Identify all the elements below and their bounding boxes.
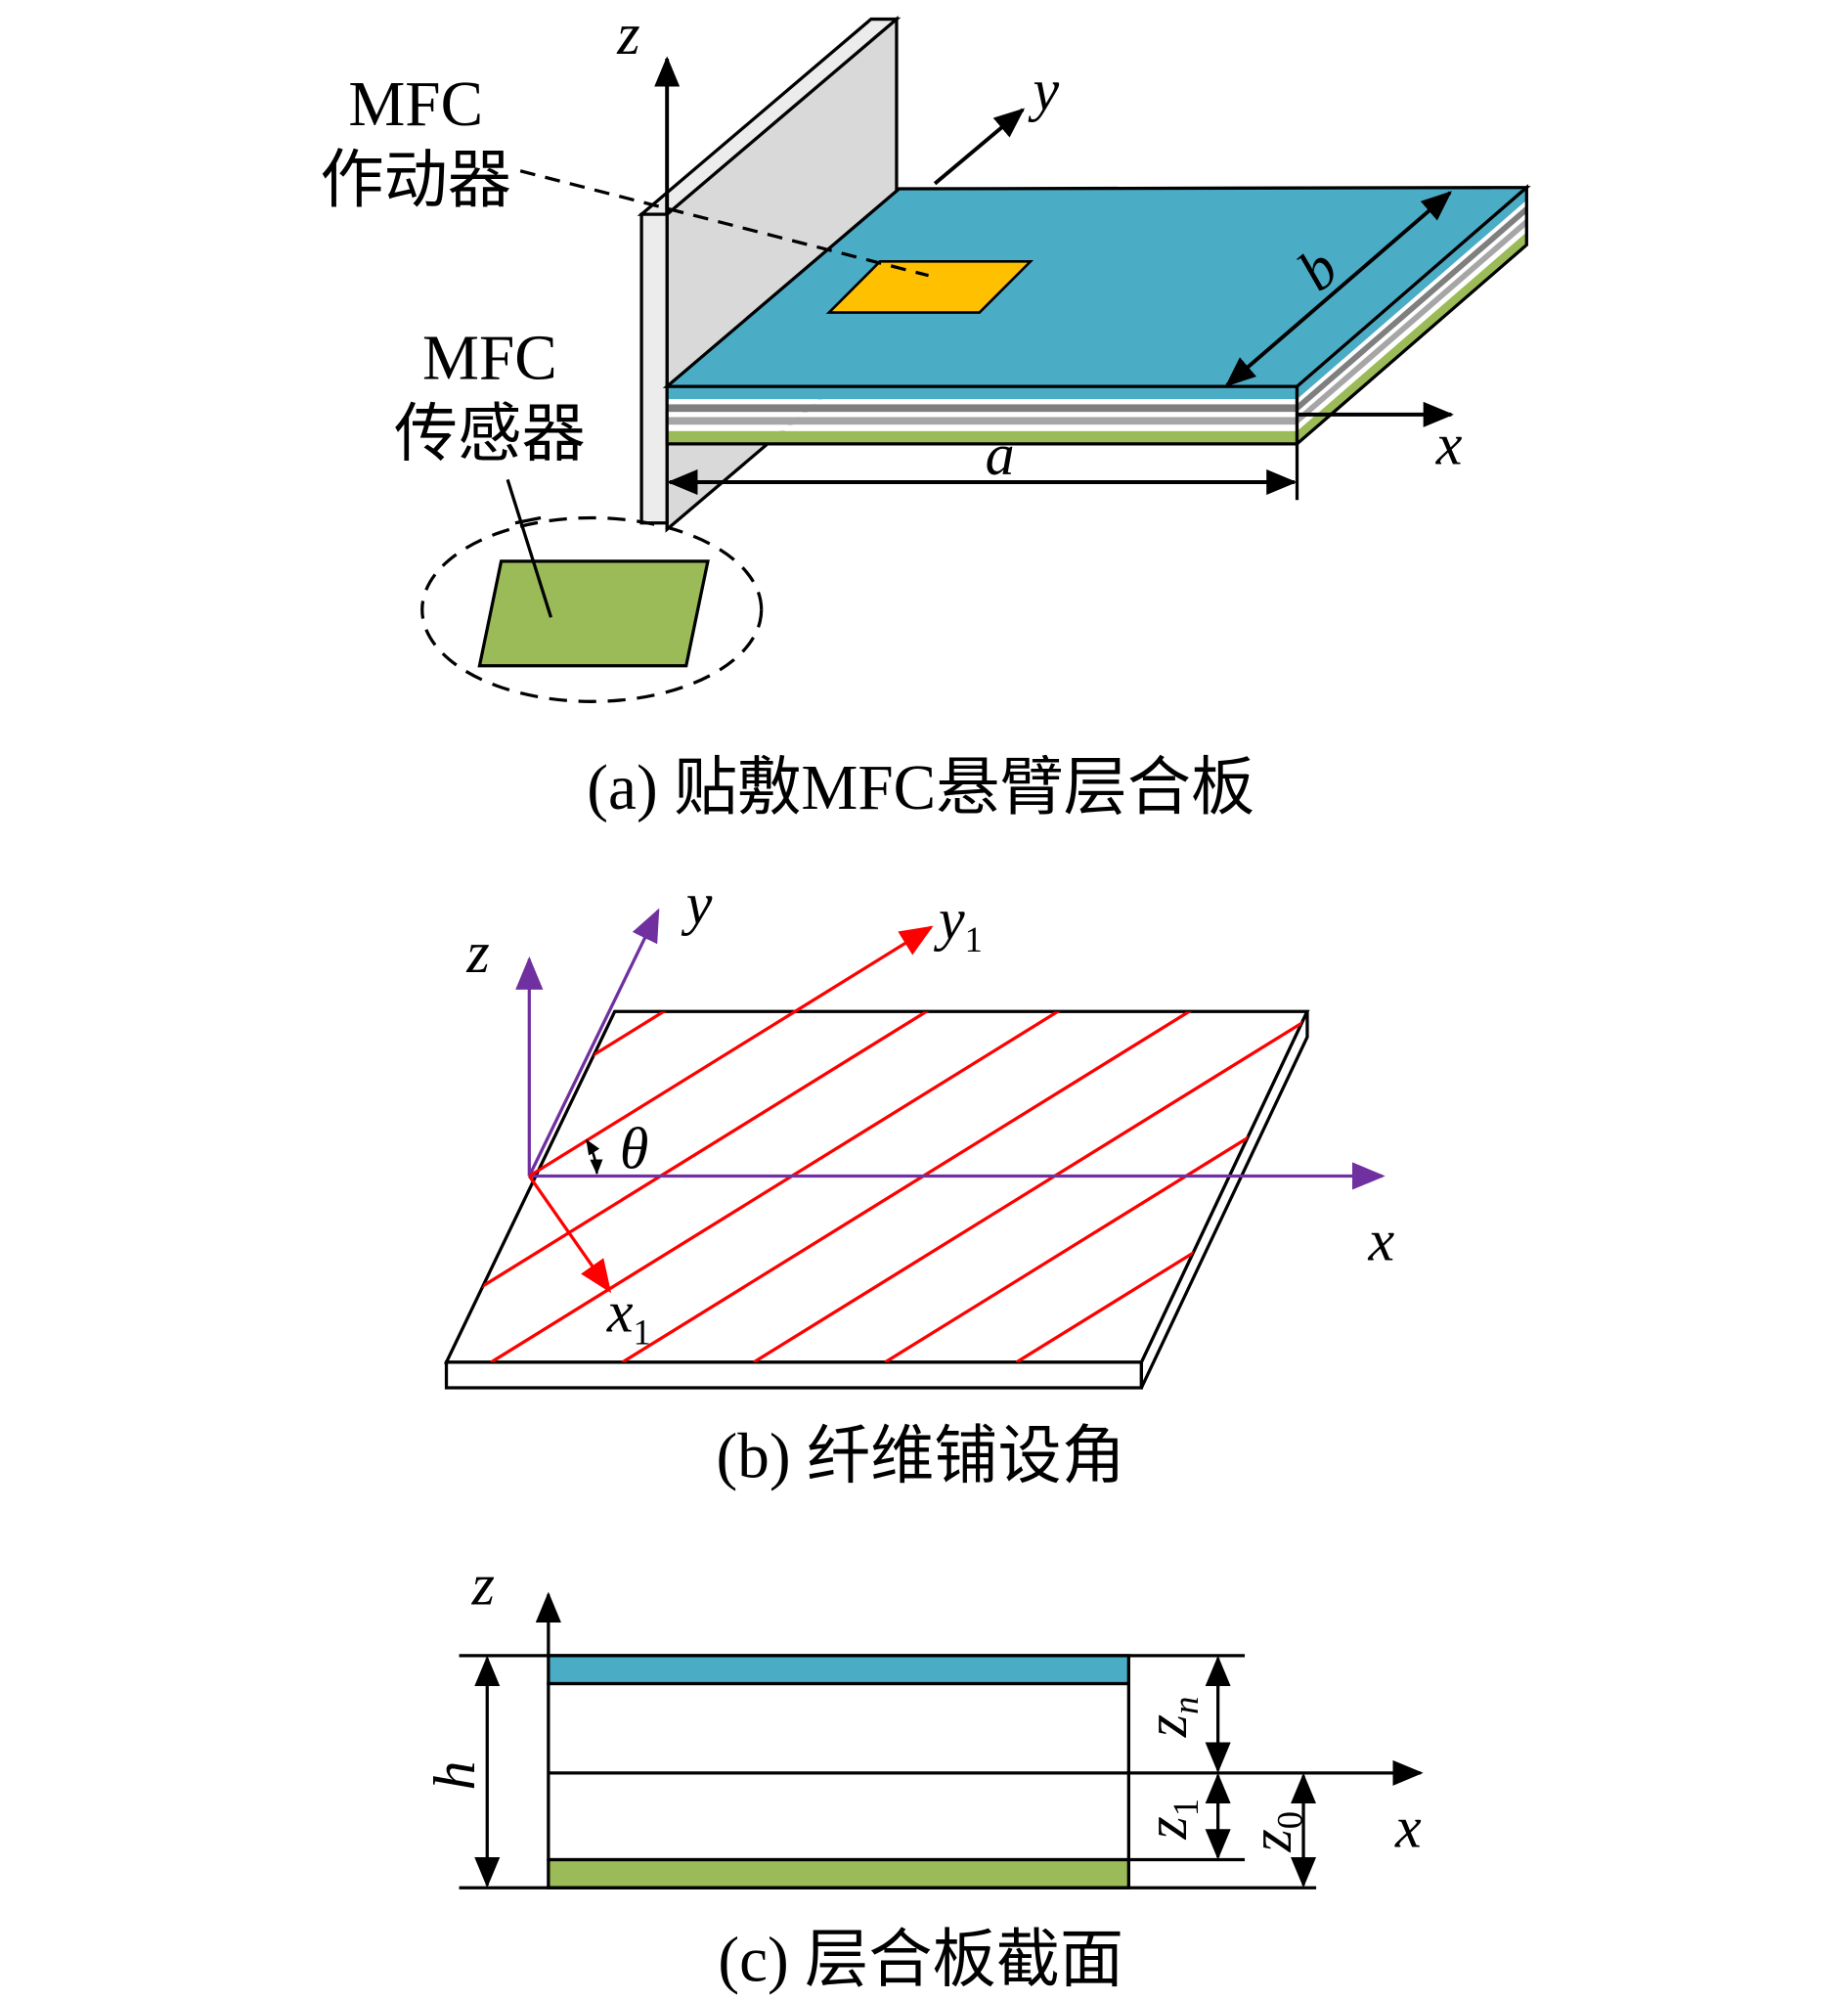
fiber-line bbox=[621, 1011, 1307, 1362]
actuator-leader-line bbox=[519, 169, 929, 278]
dimension-h-label: h bbox=[422, 1760, 487, 1790]
angle-theta-arc bbox=[585, 1138, 603, 1176]
axis-z-label-b: z bbox=[465, 920, 489, 985]
axis-y1-label-b: y1 bbox=[933, 887, 983, 959]
panel-a: z y x bbox=[320, 2, 1531, 823]
actuator-label-name: 作动器 bbox=[320, 146, 511, 216]
layer-mid-front bbox=[667, 404, 1298, 413]
dimension-z0-label: z0 bbox=[1239, 1811, 1310, 1853]
axis-z-label-a: z bbox=[616, 2, 639, 67]
layer-bottom-front bbox=[667, 430, 1298, 444]
dimension-zn-label: zn bbox=[1134, 1697, 1206, 1739]
fiber-ply bbox=[443, 1009, 1310, 1390]
fiber-line bbox=[1015, 1011, 1307, 1362]
axis-x-label-b: x bbox=[1368, 1209, 1395, 1273]
fiber-line bbox=[884, 1011, 1307, 1362]
fiber-line bbox=[490, 1011, 1307, 1362]
ply-front-face bbox=[444, 1360, 1144, 1390]
axis-x1-b bbox=[527, 1175, 612, 1294]
layer-gap-front bbox=[667, 424, 1298, 431]
angle-theta-label: θ bbox=[620, 1117, 648, 1181]
layer-gap-front bbox=[667, 399, 1298, 405]
axis-y-b bbox=[527, 908, 660, 1178]
sensor-leader-line bbox=[506, 478, 553, 618]
axis-y-label-a: y bbox=[1028, 58, 1060, 122]
mfc-actuator-patch bbox=[825, 260, 1034, 314]
fiber-line bbox=[446, 1011, 1119, 1362]
axis-x-label-c: x bbox=[1394, 1795, 1422, 1859]
layer-top-front bbox=[667, 386, 1298, 400]
sensor-label-mfc: MFC bbox=[422, 323, 557, 393]
axis-y-label-b: y bbox=[681, 871, 713, 936]
axis-y1-b bbox=[528, 925, 934, 1178]
dimension-z1-label: z1 bbox=[1134, 1799, 1206, 1841]
axis-z-label-c: z bbox=[471, 1553, 495, 1618]
axis-y-a bbox=[933, 108, 1026, 186]
layer-gap-front bbox=[667, 412, 1298, 418]
axis-x-label-a: x bbox=[1435, 413, 1463, 477]
mfc-sensor-patch bbox=[477, 559, 710, 668]
panel-b: θ z y y1 x x1 (b) 纤维铺设角 bbox=[443, 871, 1395, 1491]
dimension-b-arrow bbox=[1224, 191, 1453, 387]
dimension-a-label: a bbox=[986, 422, 1015, 487]
sensor-leader-tick bbox=[514, 515, 542, 525]
caption-c: (c) 层合板截面 bbox=[718, 1925, 1123, 1995]
fiber-line bbox=[753, 1011, 1307, 1362]
axis-x1-label-b: x1 bbox=[606, 1280, 651, 1353]
caption-a: (a) 贴敷MFC悬臂层合板 bbox=[587, 753, 1254, 823]
sensor-callout-ellipse bbox=[420, 515, 764, 703]
section-top-layer bbox=[547, 1654, 1130, 1686]
actuator-label-mfc: MFC bbox=[348, 69, 483, 140]
ply-side-face bbox=[1139, 1010, 1309, 1389]
fiber-lines bbox=[446, 1011, 1307, 1362]
panel-c: z x h zn z1 z0 (c) 层合板截面 bbox=[422, 1553, 1424, 1995]
section-bottom-layer bbox=[547, 1857, 1130, 1889]
caption-b: (b) 纤维铺设角 bbox=[717, 1421, 1125, 1491]
fiber-line bbox=[446, 1011, 1307, 1362]
layer-mid-front bbox=[667, 417, 1298, 425]
sensor-label-name: 传感器 bbox=[394, 400, 586, 470]
wall-front-face bbox=[639, 212, 669, 525]
